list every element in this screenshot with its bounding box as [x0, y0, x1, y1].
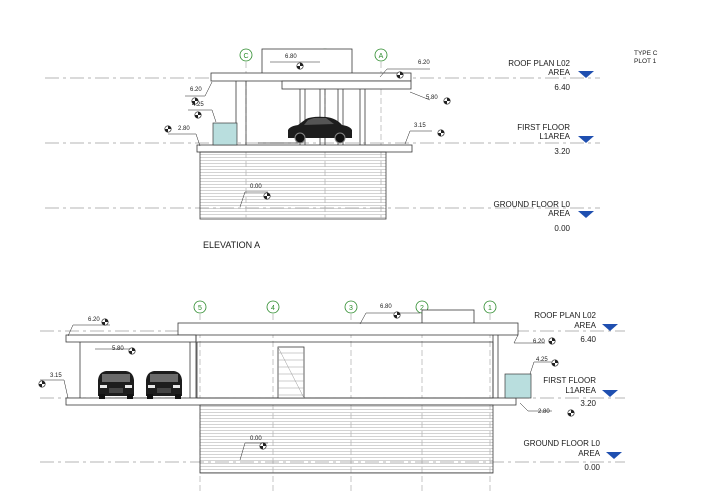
svg-text:6.20: 6.20 [533, 339, 545, 345]
svg-text:AREA: AREA [548, 209, 570, 218]
svg-text:GROUND FLOOR L0: GROUND FLOOR L0 [494, 200, 571, 209]
spot-level-b-5: 4.25 [529, 357, 559, 375]
spot-level-a-6: 2.80 [164, 125, 201, 147]
svg-text:0.00: 0.00 [584, 463, 600, 472]
svg-text:3.15: 3.15 [50, 373, 62, 379]
glass-balustrade-b [504, 373, 532, 399]
svg-text:6.40: 6.40 [580, 335, 596, 344]
svg-text:4: 4 [271, 305, 275, 312]
structure-a [196, 48, 413, 220]
elevation-title: ELEVATION A [203, 240, 260, 250]
svg-text:5.80: 5.80 [112, 346, 124, 352]
svg-text:2.80: 2.80 [538, 409, 550, 415]
grid-bubble-1: 1 [483, 300, 497, 314]
spot-level-b-8: 0.00 [239, 436, 268, 461]
svg-text:AREA: AREA [578, 449, 600, 458]
spot-level-a-8: 0.00 [239, 184, 271, 208]
grid-bubble-5: 5 [193, 300, 207, 314]
door [277, 346, 305, 399]
spot-level-b-3: 5.80 [95, 346, 136, 355]
svg-text:GROUND FLOOR L0: GROUND FLOOR L0 [524, 439, 601, 448]
glass-balustrade-a [212, 122, 238, 146]
svg-text:FIRST FLOOR: FIRST FLOOR [517, 123, 570, 132]
level-marker-icon [606, 452, 622, 459]
spot-level-a-3: 6.20 [185, 81, 213, 105]
structure-b [65, 309, 519, 474]
svg-text:3: 3 [349, 305, 353, 312]
spot-level-a-4: 5.80 [409, 91, 451, 105]
svg-text:C: C [243, 53, 248, 60]
level-label-b-ground: GROUND FLOOR L0 AREA 0.00 [524, 439, 622, 472]
level-label-b-first: FIRST FLOOR L1AREA 3.20 [543, 376, 618, 408]
svg-text:4.25: 4.25 [192, 102, 204, 108]
svg-text:4.25: 4.25 [536, 357, 548, 363]
svg-text:3.20: 3.20 [580, 399, 596, 408]
grid-bubble-c: C [239, 48, 253, 62]
level-marker-icon [602, 324, 618, 331]
svg-text:0.00: 0.00 [250, 436, 262, 442]
level-marker-icon [602, 390, 618, 397]
spot-level-b-2: 6.20 [67, 317, 110, 337]
car-front-view-1 [98, 371, 134, 399]
level-marker-icon [578, 71, 594, 78]
svg-text:3.20: 3.20 [554, 147, 570, 156]
spot-level-a-5: 4.25 [188, 102, 217, 123]
elevation-a: C B A [45, 48, 600, 250]
level-label-a-first: FIRST FLOOR L1AREA 3.20 [517, 123, 594, 156]
spot-level-a-1: 6.80 [270, 54, 320, 70]
spot-level-a-7: 3.15 [404, 123, 445, 145]
level-label-b-roof: ROOF PLAN L02 AREA 6.40 [534, 311, 618, 344]
level-label-a-ground: GROUND FLOOR L0 AREA 0.00 [494, 200, 594, 233]
svg-text:5.80: 5.80 [426, 95, 438, 101]
svg-text:AREA: AREA [548, 68, 570, 77]
svg-text:FIRST FLOOR: FIRST FLOOR [543, 376, 596, 385]
svg-text:AREA: AREA [574, 321, 596, 330]
svg-text:1: 1 [488, 305, 492, 312]
elevation-b: 5 4 3 2 1 [38, 300, 625, 492]
svg-text:3.15: 3.15 [414, 123, 426, 129]
svg-text:0.00: 0.00 [554, 224, 570, 233]
svg-text:L1AREA: L1AREA [539, 132, 570, 141]
type-label: TYPE C [634, 50, 658, 57]
svg-text:0.00: 0.00 [250, 184, 262, 190]
svg-text:ROOF PLAN L02: ROOF PLAN L02 [534, 311, 596, 320]
svg-text:6.20: 6.20 [88, 317, 100, 323]
car-front-view-2 [146, 371, 182, 399]
svg-text:6.20: 6.20 [418, 60, 430, 66]
svg-text:2: 2 [420, 305, 424, 312]
svg-text:6.40: 6.40 [554, 83, 570, 92]
svg-text:2.80: 2.80 [178, 126, 190, 132]
plot-label: PLOT 1 [634, 58, 657, 65]
spot-level-a-2: 6.20 [379, 60, 430, 79]
level-label-a-roof: ROOF PLAN L02 AREA 6.40 [508, 59, 594, 92]
grid-bubble-a: A [374, 48, 388, 62]
spot-level-b-4: 3.15 [38, 373, 69, 399]
level-marker-icon [578, 136, 594, 143]
svg-text:5: 5 [198, 305, 202, 312]
spot-level-b-7: 2.80 [519, 402, 575, 417]
svg-text:A: A [379, 53, 384, 60]
svg-text:6.80: 6.80 [380, 304, 392, 310]
spot-level-b-1: 6.80 [359, 304, 420, 325]
svg-text:ROOF PLAN L02: ROOF PLAN L02 [508, 59, 570, 68]
svg-text:L1AREA: L1AREA [565, 386, 596, 395]
svg-text:6.80: 6.80 [285, 54, 297, 60]
grid-bubble-4: 4 [266, 300, 280, 314]
spot-level-b-6: 6.20 [513, 334, 556, 345]
level-marker-icon [578, 211, 594, 218]
grid-bubble-3: 3 [344, 300, 358, 314]
svg-text:6.20: 6.20 [190, 87, 202, 93]
